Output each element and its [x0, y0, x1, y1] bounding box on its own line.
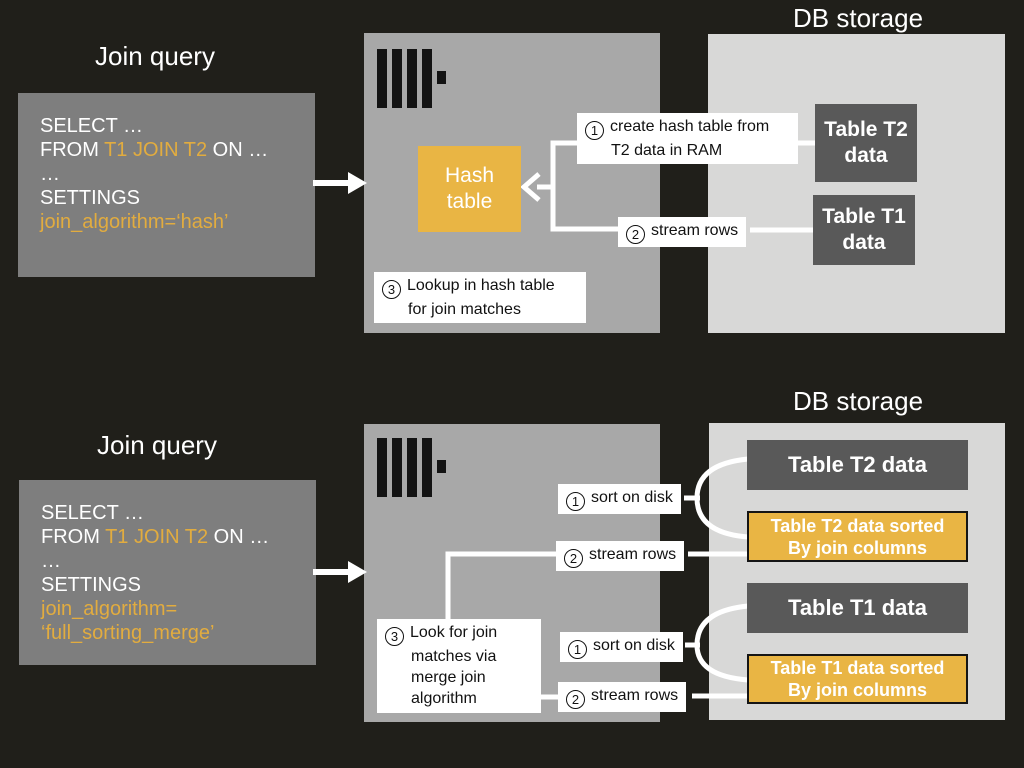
step-number-icon: 3 [382, 280, 401, 299]
sql-settings-line: SETTINGS [40, 187, 141, 209]
merge-join-sql-box: SELECT … FROM T1 JOIN T2 ON … … SETTINGS… [19, 480, 316, 665]
sql-algorithm-line-1: join_algorithm= [41, 598, 178, 620]
table-t2-data-box: Table T2 data [815, 104, 917, 182]
sql-ellipsis-line: … [41, 550, 61, 572]
sql-join-accent: T1 JOIN T2 [104, 139, 208, 161]
merge-join-db-storage-title: DB storage [793, 386, 924, 416]
sql-ellipsis-line: … [40, 163, 60, 185]
table-t1-data-sorted-box: Table T1 data sorted By join columns [747, 654, 968, 704]
merge-join-query-title: Join query [97, 430, 217, 460]
sql-algorithm-line-2: ‘full_sorting_merge’ [41, 622, 215, 644]
step-number-icon: 3 [385, 627, 404, 646]
step-number-icon: 2 [626, 225, 645, 244]
clickhouse-logo-icon [377, 438, 447, 498]
hash-join-query-title: Join query [95, 41, 215, 71]
sql-algorithm-line: join_algorithm=‘hash’ [40, 211, 229, 233]
hash-table-box: Hash table [418, 146, 521, 232]
table-t2-data-box: Table T2 data [747, 440, 968, 490]
table-t1-data-box: Table T1 data [747, 583, 968, 633]
sql-from-line: FROM T1 JOIN T2 ON … [41, 526, 270, 548]
hash-join-db-storage-title: DB storage [793, 3, 924, 33]
step-number-icon: 1 [566, 492, 585, 511]
sql-select-line: SELECT … [41, 502, 144, 524]
sql-from-line: FROM T1 JOIN T2 ON … [40, 139, 269, 161]
sql-join-accent: T1 JOIN T2 [105, 526, 209, 548]
sql-select-line: SELECT … [40, 115, 143, 137]
step-number-icon: 2 [564, 549, 583, 568]
clickhouse-logo-icon [377, 49, 447, 109]
step-number-icon: 1 [568, 640, 587, 659]
hash-join-db-storage-box [708, 34, 1005, 333]
step-number-icon: 2 [566, 690, 585, 709]
step-number-icon: 1 [585, 121, 604, 140]
sql-settings-line: SETTINGS [41, 574, 142, 596]
hash-join-sql-box: SELECT … FROM T1 JOIN T2 ON … … SETTINGS… [18, 93, 315, 277]
table-t1-data-box: Table T1 data [813, 195, 915, 265]
table-t2-data-sorted-box: Table T2 data sorted By join columns [747, 511, 968, 562]
